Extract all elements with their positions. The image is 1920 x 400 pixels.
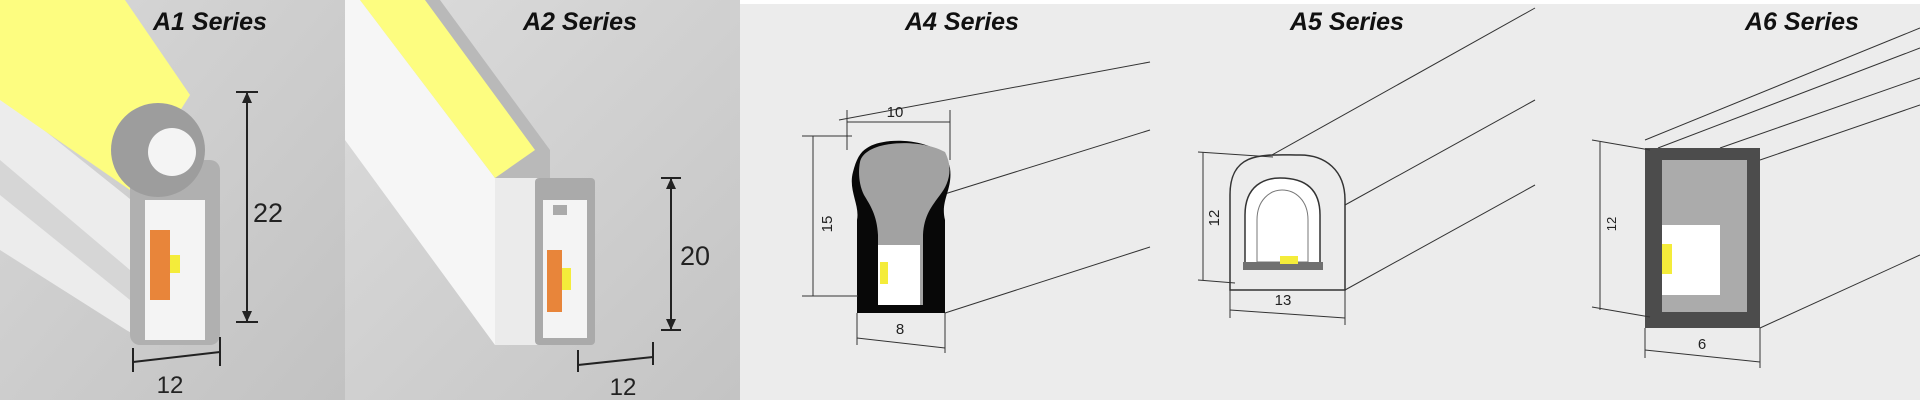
a5-profile-drawing: 12 13 bbox=[1195, 0, 1590, 400]
series-title: A6 Series bbox=[1745, 8, 1859, 36]
width-dimension-label: 8 bbox=[896, 321, 904, 338]
series-title: A1 Series bbox=[153, 8, 267, 36]
led-strip bbox=[150, 230, 170, 300]
series-title: A4 Series bbox=[905, 8, 1019, 36]
led-chip bbox=[1662, 244, 1672, 274]
height-dimension-label: 20 bbox=[680, 241, 710, 271]
led-chip bbox=[562, 268, 571, 290]
led-chip bbox=[880, 262, 888, 284]
series-title: A2 Series bbox=[523, 8, 637, 36]
led-pcb bbox=[1243, 262, 1323, 270]
height-dimension-label: 12 bbox=[1206, 210, 1223, 227]
drawing-background bbox=[740, 0, 1195, 400]
width-dimension-line bbox=[132, 351, 221, 363]
a4-profile-drawing: 10 15 8 bbox=[740, 0, 1195, 400]
a1-profile-illustration: 22 12 bbox=[0, 0, 345, 400]
panel-a5-series: 12 13 A5 Series bbox=[1195, 0, 1590, 400]
panel-a2-series: 20 12 A2 Series bbox=[345, 0, 740, 400]
a2-profile-illustration: 20 12 bbox=[345, 0, 740, 400]
width-dimension-line bbox=[577, 356, 654, 366]
led-glow-top bbox=[360, 0, 535, 178]
round-head-hole bbox=[148, 128, 196, 176]
a6-profile-drawing: 12 6 bbox=[1590, 0, 1920, 400]
width-dimension-line bbox=[856, 337, 946, 349]
height-dimension-label: 12 bbox=[1604, 217, 1619, 231]
led-strip bbox=[547, 250, 562, 312]
height-dimension-label: 22 bbox=[253, 198, 283, 228]
width-dimension-label: 12 bbox=[157, 372, 184, 399]
width-dimension-line bbox=[1644, 349, 1761, 363]
width-dimension-label: 12 bbox=[610, 374, 637, 400]
top-slot bbox=[553, 205, 567, 215]
panel-a1-series: 22 12 A1 Series bbox=[0, 0, 345, 400]
top-width-dimension-label: 10 bbox=[887, 104, 904, 121]
panel-a6-series: 12 6 A6 Series bbox=[1590, 0, 1920, 400]
led-chip bbox=[170, 255, 180, 273]
width-dimension-label: 6 bbox=[1698, 336, 1706, 353]
width-dimension-line bbox=[1229, 309, 1346, 319]
led-chip bbox=[1280, 256, 1298, 264]
height-dimension-label: 15 bbox=[819, 216, 836, 233]
profile-groove bbox=[0, 160, 130, 300]
width-dimension-label: 13 bbox=[1275, 292, 1292, 309]
series-title: A5 Series bbox=[1290, 8, 1404, 36]
profile-inner-liner bbox=[1256, 189, 1309, 263]
panel-a4-series: 10 15 8 A4 Series bbox=[740, 0, 1195, 400]
